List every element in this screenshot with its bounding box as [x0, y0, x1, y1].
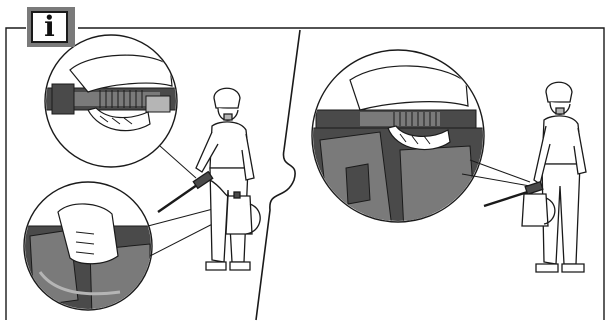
panel-divider: [256, 30, 300, 320]
right-operator-figure: [534, 82, 586, 272]
backpack-wand-detail-inset: [310, 50, 530, 238]
info-icon-badge: i: [27, 7, 75, 47]
info-icon: i: [31, 11, 68, 43]
tank-handle-detail-inset: [20, 182, 232, 316]
info-glyph: i: [44, 13, 55, 41]
wand-grip-detail-inset: [40, 35, 196, 178]
